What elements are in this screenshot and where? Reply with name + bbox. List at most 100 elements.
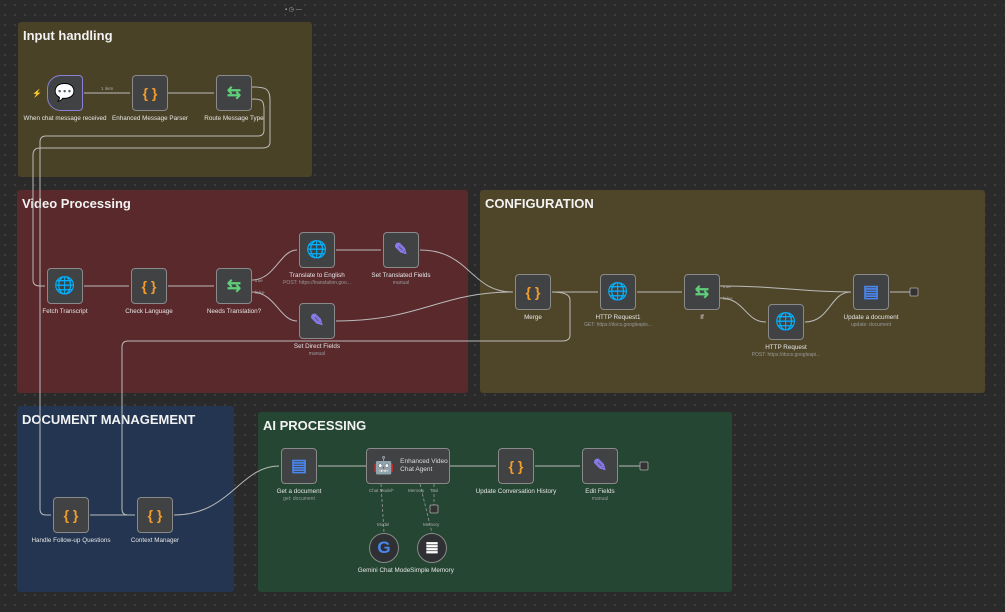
group-title: CONFIGURATION (485, 196, 594, 211)
code-icon: { } (508, 458, 524, 474)
node-subtitle: POST: https://translation.goo... (283, 280, 351, 287)
node-label: Check Language (125, 308, 173, 315)
node-label: HTTP Request (765, 344, 807, 351)
node-label: Fetch Transcript (42, 308, 88, 315)
globe-icon: 🌐 (607, 282, 629, 301)
node-subtitle: GET: https://docs.googleapis... (584, 322, 652, 329)
node-chat[interactable]: 💬 (47, 75, 83, 111)
node-merge[interactable]: { } (515, 274, 551, 310)
group-title: Input handling (23, 28, 113, 43)
node-label: Get a document (276, 488, 322, 495)
code-icon: { } (141, 278, 157, 294)
node-history[interactable]: { } (498, 448, 534, 484)
node-settrans[interactable]: ✎ (383, 232, 419, 268)
canvas-toolbar[interactable]: ▪ ◷ — (285, 7, 302, 13)
globe-icon: 🌐 (306, 240, 328, 259)
node-http1[interactable]: 🌐 (600, 274, 636, 310)
pencil-icon: ✎ (592, 456, 608, 475)
node-caption: Fetch Transcript (10, 308, 120, 316)
node-memory[interactable]: ≣ (417, 533, 447, 563)
pencil-icon: ✎ (393, 240, 409, 259)
node-label: Gemini Chat Mode (357, 567, 411, 574)
node-followup[interactable]: { } (53, 497, 89, 533)
node-label: HTTP Request1 (595, 314, 641, 321)
node-subtitle: manual (591, 496, 609, 503)
edge-label-true-if: true (723, 284, 731, 289)
node-getdoc[interactable]: ▤ (281, 448, 317, 484)
code-icon: { } (63, 507, 79, 523)
node-label: Edit Fields (585, 488, 615, 495)
node-label: Handle Follow-up Questions (31, 537, 111, 544)
group-title: DOCUMENT MANAGEMENT (22, 412, 196, 427)
node-label: If (700, 314, 704, 321)
edge-label-items: 1 item (101, 86, 114, 91)
node-check[interactable]: { } (131, 268, 167, 304)
node-subtitle: POST: https://docs.googleapi... (751, 352, 821, 359)
google-docs-icon: ▤ (290, 456, 308, 475)
node-label: Enhanced Video Chat Agent (400, 457, 448, 473)
pencil-icon: ✎ (309, 311, 325, 330)
port-model: Model (377, 522, 389, 527)
port-tool: Tool (430, 488, 438, 493)
node-edit[interactable]: ✎ (582, 448, 618, 484)
node-label: When chat message received (23, 115, 107, 122)
group-ai[interactable]: AI PROCESSING (258, 412, 732, 592)
node-fetch[interactable]: 🌐 (47, 268, 83, 304)
robot-icon: 🤖 (373, 456, 395, 475)
code-icon: { } (147, 507, 163, 523)
code-icon: { } (142, 85, 158, 101)
node-caption: If (647, 314, 757, 322)
google-icon: G (377, 538, 391, 557)
node-caption: Gemini Chat Mode (329, 567, 439, 575)
node-subtitle: manual (392, 280, 410, 287)
node-label: Enhanced Message Parser (112, 115, 188, 122)
node-context[interactable]: { } (137, 497, 173, 533)
database-icon: ≣ (424, 538, 440, 557)
node-parser[interactable]: { } (132, 75, 168, 111)
node-caption: Merge (478, 314, 588, 322)
node-route[interactable]: ⇆ (216, 75, 252, 111)
node-caption: Enhanced Message Parser (95, 115, 205, 123)
port-chat-model: Chat Model* (369, 488, 394, 493)
edge-label-true: true (255, 278, 263, 283)
node-label: Route Message Type (204, 115, 264, 122)
edge-label-false: false (255, 290, 265, 295)
node-label: Update a document (843, 314, 899, 321)
code-icon: { } (525, 284, 541, 300)
node-label: Update Conversation History (475, 488, 557, 495)
node-setdirect[interactable]: ✎ (299, 303, 335, 339)
edge-label-false-if: false (723, 296, 733, 301)
node-label: Needs Translation? (206, 308, 262, 315)
google-docs-icon: ▤ (862, 282, 880, 301)
add-tool-button (429, 504, 439, 514)
node-caption: Needs Translation? (179, 308, 289, 316)
port-memory: Memory (408, 488, 425, 493)
node-label: Set Translated Fields (371, 272, 431, 279)
switch-icon: ⇆ (226, 83, 242, 102)
node-agent[interactable]: 🤖 Enhanced Video Chat Agent (366, 448, 450, 484)
node-label: Translate to English (289, 272, 345, 279)
node-update[interactable]: ▤ (853, 274, 889, 310)
node-label: Set Direct Fields (293, 343, 341, 350)
globe-icon: 🌐 (54, 276, 76, 295)
node-subtitle: manual (308, 351, 326, 358)
node-if[interactable]: ⇆ (684, 274, 720, 310)
node-http[interactable]: 🌐 (768, 304, 804, 340)
node-caption: Check Language (94, 308, 204, 316)
node-subtitle: get: document (283, 496, 315, 503)
chat-icon: 💬 (54, 83, 76, 102)
node-subtitle: update: document (850, 322, 892, 329)
add-node-button (639, 461, 649, 471)
node-needs[interactable]: ⇆ (216, 268, 252, 304)
node-translate[interactable]: 🌐 (299, 232, 335, 268)
node-gemini[interactable]: G (369, 533, 399, 563)
node-label: Simple Memory (410, 567, 454, 574)
group-title: AI PROCESSING (263, 418, 367, 433)
